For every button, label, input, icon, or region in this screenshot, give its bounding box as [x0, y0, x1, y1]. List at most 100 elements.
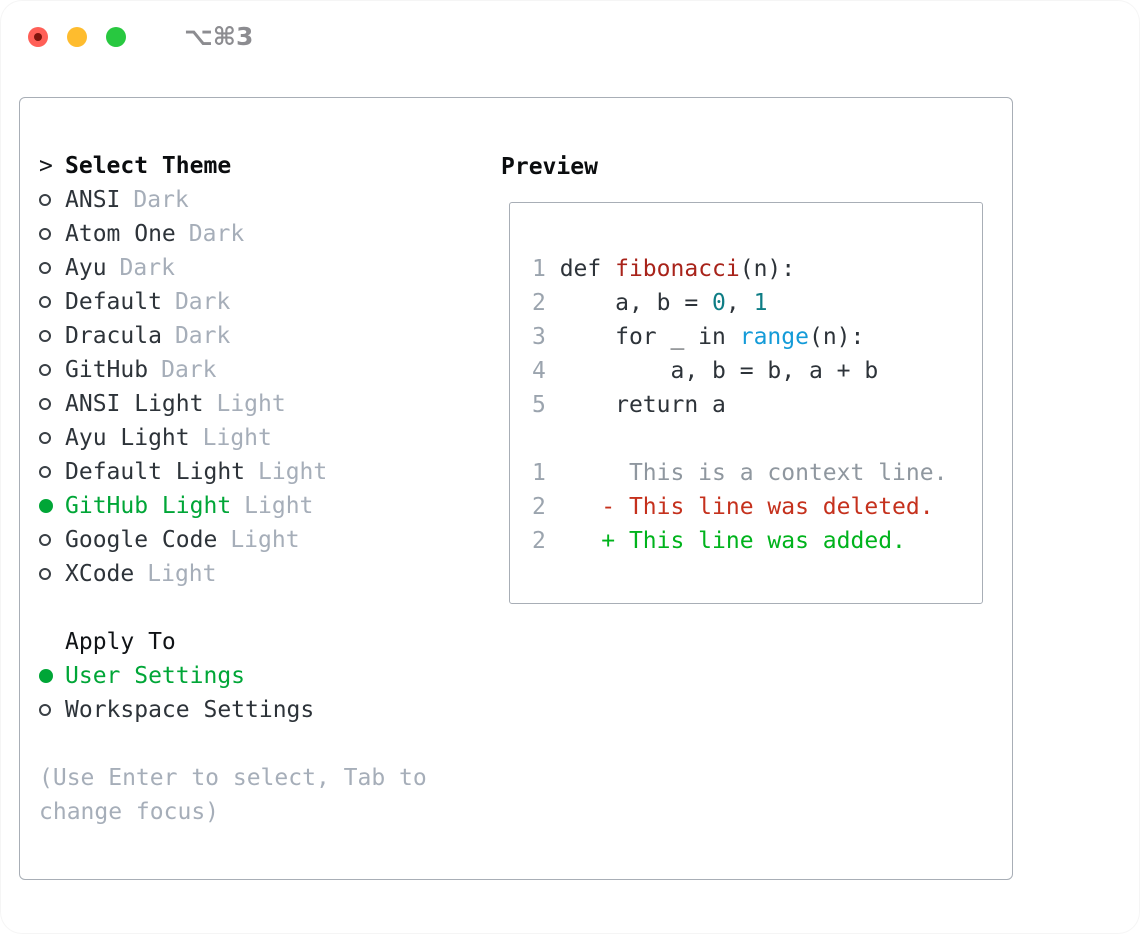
radio-icon — [39, 262, 51, 274]
preview-line — [532, 422, 982, 456]
select-theme-header: > Select Theme — [39, 149, 479, 183]
theme-item[interactable]: Ayu Light Light — [39, 421, 479, 455]
close-button[interactable] — [28, 27, 48, 47]
radio-icon — [39, 330, 51, 342]
radio-icon — [39, 704, 51, 716]
code-token: a, b = — [545, 290, 713, 316]
prompt-icon: > — [39, 153, 53, 179]
theme-variant-label: Dark — [119, 255, 175, 281]
code-token: This is a context line. — [545, 460, 948, 486]
theme-variant-label: Light — [258, 459, 328, 485]
line-number: 3 — [532, 324, 546, 350]
theme-name: ANSI — [65, 187, 121, 213]
theme-name: GitHub — [65, 357, 149, 383]
radio-icon — [39, 398, 51, 410]
theme-variant-label: Dark — [133, 187, 189, 213]
code-token: 0 — [712, 290, 726, 316]
code-token: 1 — [753, 290, 768, 316]
theme-name: Ayu — [65, 255, 107, 281]
radio-selected-icon — [39, 669, 53, 683]
theme-variant-label: Dark — [174, 289, 231, 315]
apply-option-label: User Settings — [65, 663, 246, 689]
preview-title: Preview — [501, 154, 598, 180]
radio-icon — [39, 194, 51, 206]
apply-option-label: Workspace Settings — [65, 697, 315, 723]
code-token: return a — [545, 392, 726, 418]
theme-item[interactable]: GitHub Dark — [39, 353, 479, 387]
code-token: (n): — [739, 256, 796, 282]
code-token: + This line was added. — [601, 528, 906, 554]
radio-icon — [39, 364, 51, 376]
apply-to-header: Apply To — [39, 625, 479, 659]
theme-variant-label: Light — [216, 391, 286, 417]
titlebar[interactable]: ⌥⌘3 — [28, 22, 254, 51]
preview-line: 5 return a — [532, 388, 982, 422]
apply-to-option[interactable]: User Settings — [39, 659, 479, 693]
line-number: 4 — [532, 358, 546, 384]
code-token: (n): — [808, 324, 865, 350]
line-number: 2 — [532, 528, 546, 554]
theme-item[interactable]: Default Dark — [39, 285, 479, 319]
theme-item[interactable]: ANSI Dark — [39, 183, 479, 217]
radio-icon — [39, 296, 51, 308]
theme-variant-label: Light — [230, 527, 300, 553]
theme-variant-label: Light — [147, 561, 217, 587]
radio-icon — [39, 432, 51, 444]
window-shortcut-label: ⌥⌘3 — [184, 22, 254, 51]
theme-name: Ayu Light — [65, 425, 190, 451]
theme-name: GitHub Light — [65, 493, 232, 519]
code-token — [546, 528, 601, 554]
code-token: a, b = b, a + b — [545, 358, 879, 384]
theme-variant-label: Light — [202, 425, 272, 451]
preview-line: 2 a, b = 0, 1 — [532, 286, 982, 320]
apply-to-option[interactable]: Workspace Settings — [39, 693, 479, 727]
line-number: 2 — [532, 290, 546, 316]
line-number: 2 — [532, 494, 546, 520]
preview-line: 4 a, b = b, a + b — [532, 354, 982, 388]
theme-item[interactable]: Dracula Dark — [39, 319, 479, 353]
zoom-button[interactable] — [106, 27, 126, 47]
code-token: range — [739, 324, 809, 350]
line-number: 1 — [532, 256, 546, 282]
theme-name: Default Light — [65, 459, 246, 485]
line-number: 1 — [532, 460, 546, 486]
code-token — [546, 494, 601, 520]
preview-line: 2 - This line was deleted. — [532, 490, 982, 524]
preview-line: 3 for _ in range(n): — [532, 320, 982, 354]
minimize-button[interactable] — [67, 27, 87, 47]
code-token: def — [545, 256, 616, 282]
theme-item[interactable]: GitHub Light Light — [39, 489, 479, 523]
radio-selected-icon — [39, 499, 53, 513]
radio-icon — [39, 466, 51, 478]
preview-line: 1 This is a context line. — [532, 456, 982, 490]
theme-variant-label: Dark — [174, 323, 231, 349]
radio-icon — [39, 534, 51, 546]
code-token: , — [725, 290, 754, 316]
radio-icon — [39, 228, 51, 240]
code-token: fibonacci — [615, 256, 740, 282]
theme-variant-label: Light — [244, 493, 314, 519]
select-theme-title: Select Theme — [65, 153, 232, 179]
code-token: for _ in — [545, 324, 740, 350]
close-dot-icon — [34, 33, 42, 41]
help-text: (Use Enter to select, Tab to change focu… — [39, 765, 427, 825]
theme-item[interactable]: Ayu Dark — [39, 251, 479, 285]
theme-name: Default — [65, 289, 162, 315]
radio-icon — [39, 568, 51, 580]
theme-item[interactable]: Default Light Light — [39, 455, 479, 489]
preview-line: 1 def fibonacci(n): — [532, 252, 982, 286]
theme-variant-label: Dark — [188, 221, 245, 247]
theme-name: Dracula — [65, 323, 162, 349]
theme-variant-label: Dark — [161, 357, 217, 383]
